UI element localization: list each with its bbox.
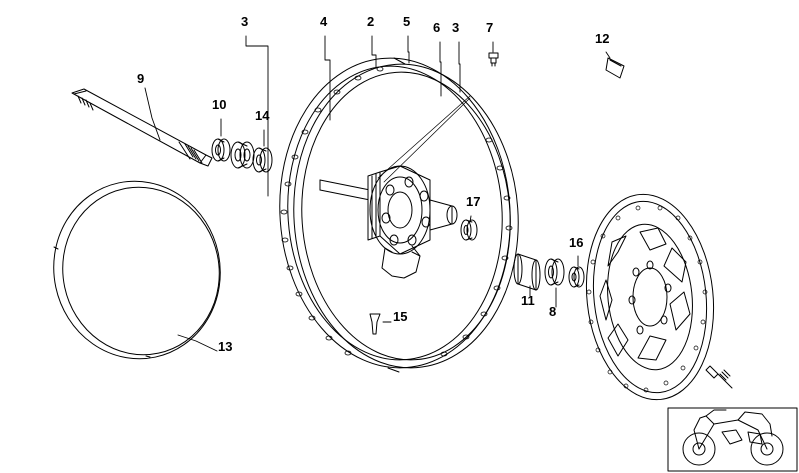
leader-12 — [605, 51, 611, 59]
valve-15 — [369, 313, 381, 335]
washer-8 — [544, 258, 585, 288]
callout-14: 14 — [255, 108, 270, 123]
spacer-tube-11 — [513, 253, 541, 291]
callout-17: 17 — [466, 194, 481, 209]
leader-lines-top — [245, 35, 494, 197]
motorcycle-thumbnail — [667, 407, 798, 472]
callout-2: 2 — [367, 14, 375, 29]
wheel-rim-assembly — [279, 57, 519, 373]
callout-7: 7 — [486, 20, 494, 35]
axle-9 — [71, 88, 213, 167]
leader-9 — [144, 87, 161, 141]
screw-7 — [488, 52, 499, 67]
callout-10: 10 — [212, 97, 227, 112]
rim-band-13 — [53, 180, 221, 360]
leader-13 — [177, 334, 218, 352]
hub-spokes — [377, 95, 471, 183]
spacer-14 — [230, 141, 273, 173]
callout-13: 13 — [218, 339, 233, 354]
leader-17 — [469, 215, 472, 223]
clip-12 — [605, 57, 625, 79]
rim-spoke-holes — [280, 66, 384, 356]
callout-12: 12 — [595, 31, 610, 46]
callout-6: 6 — [433, 20, 441, 35]
callout-5: 5 — [403, 14, 411, 29]
seal-17 — [460, 219, 478, 241]
callout-11: 11 — [521, 293, 535, 308]
callout-16: 16 — [569, 235, 584, 250]
callout-15: 15 — [393, 309, 408, 324]
rim-spoke-holes-right — [440, 137, 513, 357]
screw-bottom-right — [705, 365, 733, 389]
callout-3-top-right: 3 — [452, 20, 460, 35]
brake-disc — [585, 193, 715, 401]
wheel-hub — [319, 165, 458, 279]
washer-10 — [211, 138, 231, 162]
callout-8: 8 — [549, 304, 557, 319]
callout-4: 4 — [320, 14, 328, 29]
callout-9: 9 — [137, 71, 145, 86]
callout-3-top-left: 3 — [241, 14, 249, 29]
